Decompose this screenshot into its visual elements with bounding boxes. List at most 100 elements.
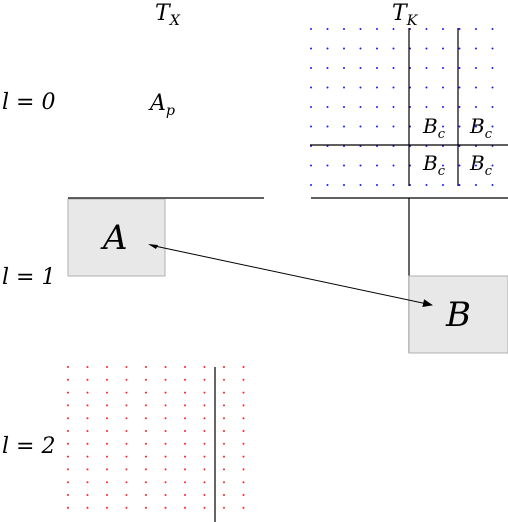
red-dot [184,468,186,471]
child-label-bc-2: Bc [469,114,493,142]
red-dot [242,378,245,381]
red-dot [86,430,89,432]
red-dot [242,442,245,445]
blue-dot [343,67,345,69]
red-dot [106,481,108,484]
red-dot [125,378,128,381]
blue-dot [491,67,494,69]
blue-dot [343,164,345,167]
red-dot [106,494,108,496]
red-dot [184,506,186,509]
label-main: T [155,1,172,26]
blue-dot [458,125,461,128]
red-dot [242,481,245,484]
red-dot [125,481,128,484]
red-dot [223,494,225,496]
blue-dot [326,67,329,69]
blue-dot [458,164,461,167]
red-dot [125,366,128,368]
child-label-bc-4: Bc [469,151,493,179]
red-dot [145,455,147,458]
red-dot [223,391,225,394]
label-subscript: p [166,103,175,119]
red-dot [223,481,225,484]
red-dot [125,404,128,407]
red-dot [164,366,167,368]
blue-dot [458,184,461,186]
red-dot [242,494,245,496]
header-tx: TX [155,1,181,29]
blue-dot [343,184,345,186]
blue-dot [425,86,428,89]
blue-dot [491,28,494,30]
blue-dot [310,47,312,50]
blue-dot [491,125,494,128]
blue-dot [475,28,477,30]
red-dot [164,494,167,496]
red-dot [106,442,108,445]
red-dot [223,366,225,368]
blue-dot [326,164,329,167]
blue-dot [392,47,395,50]
header-tk: TK [392,1,419,29]
red-dot [223,506,225,509]
red-dot [184,455,186,458]
box-a-label: A [100,218,128,258]
blue-dot [458,28,461,30]
red-dot [86,366,89,368]
blue-dot [425,106,428,108]
red-dot [203,378,206,381]
blue-dot [359,184,362,186]
blue-dot [376,28,378,30]
red-dot [67,417,69,420]
blue-dot [326,47,329,50]
blue-dot [376,67,378,69]
blue-dot [376,164,378,167]
blue-dot [458,86,461,89]
blue-dot [475,106,477,108]
red-dot [242,468,245,471]
red-dot [184,481,186,484]
arrow-b-to-a-head [148,244,158,249]
red-dot [86,404,89,407]
red-dot [184,366,186,368]
red-dot [86,494,89,496]
red-dot [203,417,206,420]
blue-dot [376,86,378,89]
red-dot [203,506,206,509]
blue-dot [475,164,477,167]
red-dot [203,404,206,407]
blue-dot [425,47,428,50]
blue-dot [425,28,428,30]
level-label-1: l = 1 [2,265,55,290]
red-dot [242,417,245,420]
red-dot [125,430,128,432]
red-dot-grid [67,366,245,509]
blue-dot [376,125,378,128]
red-dot [106,378,108,381]
level-label-0: l = 0 [2,90,55,115]
blue-dot [491,106,494,108]
red-dot [67,430,69,432]
red-dot [145,417,147,420]
child-label-bc-1: Bc [422,114,446,142]
blue-dot [491,164,494,167]
label-subscript: c [485,127,493,142]
red-dot [67,481,69,484]
blue-dot [458,67,461,69]
label-subscript: c [438,164,446,179]
red-dot [145,391,147,394]
label-main: A [148,91,166,116]
red-dot [86,391,89,394]
blue-dot [475,47,477,50]
blue-dot [491,184,494,186]
red-dot [223,468,225,471]
red-dot [86,442,89,445]
red-dot [86,468,89,471]
blue-dot [326,86,329,89]
red-dot [223,455,225,458]
red-dot [242,430,245,432]
red-dot [223,442,225,445]
red-dot [106,366,108,368]
